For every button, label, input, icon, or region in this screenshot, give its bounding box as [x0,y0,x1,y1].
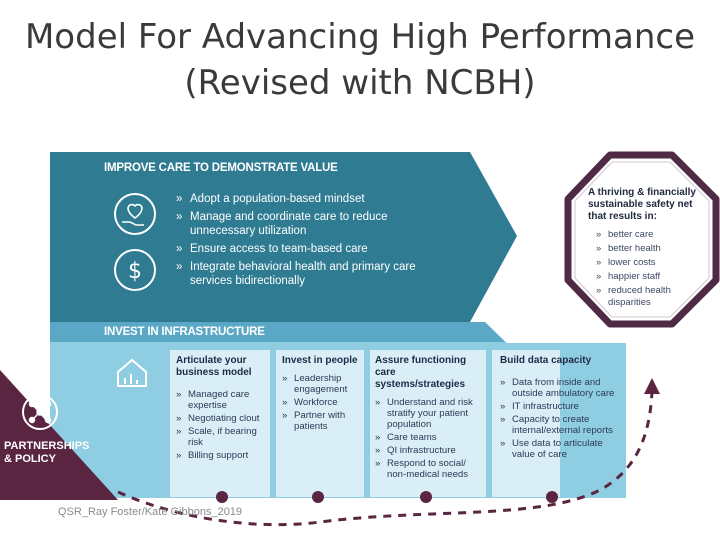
list-item: Integrate behavioral health and primary … [176,260,436,288]
arc-node [546,491,558,503]
arc-node [420,491,432,503]
list-item: IT infrastructure [500,401,618,412]
list-item: better health [596,243,706,255]
column-people-content: Invest in people Leadership engagement W… [282,355,362,434]
dollar-cycle-icon [114,249,156,291]
column-list: Leadership engagement Workforce Partner … [282,373,362,432]
list-item: Partner with patients [282,410,362,432]
page-title: Model For Advancing High Performance (Re… [24,17,696,103]
list-item: reduced health disparities [596,285,706,309]
list-item: Manage and coordinate care to reduce unn… [176,210,436,238]
column-title: Build data capacity [500,355,592,366]
partnerships-label: PARTNERSHIPS & POLICY [4,440,90,465]
list-item: Scale, if bearing risk [176,426,268,448]
network-icon [22,394,58,430]
result-title: A thriving & financially sustainable saf… [588,187,696,222]
arc-node [312,491,324,503]
list-item: lower costs [596,257,706,269]
list-item: Managed care expertise [176,389,268,411]
list-item: Capacity to create internal/external rep… [500,414,618,436]
dollar-cycle-icon-glyph: $ [128,259,142,284]
improve-heading: IMPROVE CARE TO DEMONSTRATE VALUE [104,162,338,174]
column-list: Managed care expertise Negotiating clout… [176,389,268,461]
list-item: Use data to articulate value of care [500,438,618,460]
column-data-content: Build data capacity Data from inside and… [500,355,618,462]
heart-hand-icon-glyph [122,203,144,226]
list-item: Data from inside and outside ambulatory … [500,377,618,399]
heart-hand-icon [114,193,156,235]
column-list: Understand and risk stratify your patien… [375,397,485,480]
arc-node [216,491,228,503]
column-title: Invest in people [282,355,358,366]
list-item: Leadership engagement [282,373,362,395]
list-item: Ensure access to team-based care [176,242,436,256]
column-list: Data from inside and outside ambulatory … [500,377,618,460]
list-item: QI infrastructure [375,445,485,456]
home-chart-icon [117,358,147,387]
list-item: Respond to social/ non-medical needs [375,458,485,480]
improve-list: Adopt a population-based mindset Manage … [176,192,436,292]
column-business-model-content: Articulate your business model Managed c… [176,355,268,463]
list-item: better care [596,229,706,241]
list-item: happier staff [596,271,706,283]
list-item: Billing support [176,450,268,461]
arc-arrowhead [644,378,660,394]
column-systems-content: Assure functioning care systems/strategi… [375,355,485,482]
invest-heading: INVEST IN INFRASTRUCTURE [104,326,265,338]
list-item: Negotiating clout [176,413,268,424]
list-item: Care teams [375,432,485,443]
column-title: Assure functioning care systems/strategi… [375,355,467,390]
invest-heading-strip [50,322,505,342]
result-list: better care better health lower costs ha… [596,229,706,311]
list-item: Workforce [282,397,362,408]
list-item: Adopt a population-based mindset [176,192,436,206]
column-title: Articulate your business model [176,355,252,378]
list-item: Understand and risk stratify your patien… [375,397,485,430]
footer-credit: QSR_Ray Foster/Kate Gibbons_2019 [58,506,243,518]
